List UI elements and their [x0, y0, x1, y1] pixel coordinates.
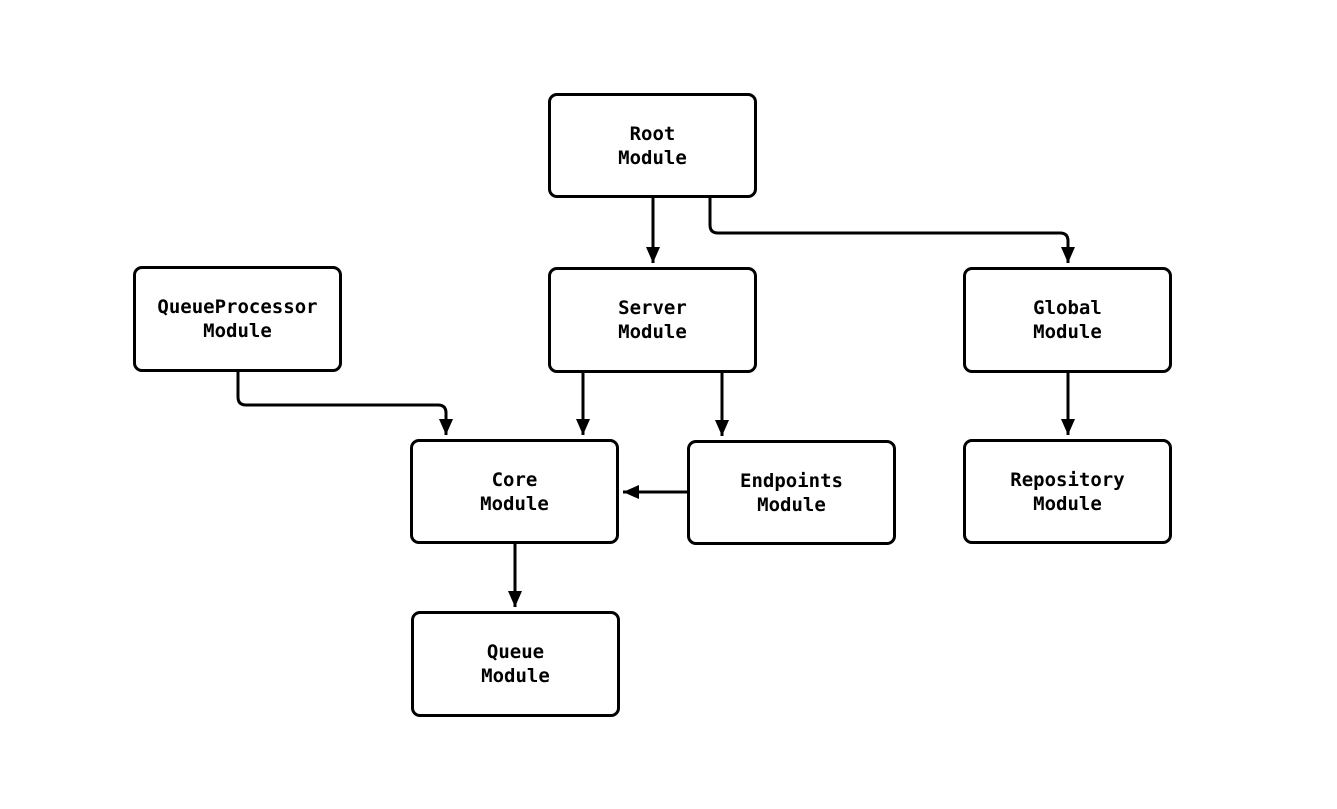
- node-global-module-label: Global Module: [1033, 297, 1102, 343]
- node-repository-module: Repository Module: [963, 439, 1172, 544]
- node-server-module-label: Server Module: [618, 297, 687, 343]
- node-server-module: Server Module: [548, 267, 757, 373]
- node-queueprocessor-module: QueueProcessor Module: [133, 266, 342, 372]
- node-root-module: Root Module: [548, 93, 757, 198]
- node-core-module-label: Core Module: [480, 468, 549, 515]
- node-core-module: Core Module: [410, 439, 619, 544]
- node-endpoints-module: Endpoints Module: [687, 440, 896, 545]
- node-queueprocessor-module-label: QueueProcessor Module: [157, 296, 318, 342]
- edge-queueprocessor-to-core: [236, 372, 453, 435]
- node-global-module: Global Module: [963, 267, 1172, 373]
- node-queue-module: Queue Module: [411, 611, 620, 717]
- edge-root-to-global: [708, 198, 1075, 263]
- node-root-module-label: Root Module: [618, 122, 687, 169]
- node-repository-module-label: Repository Module: [1010, 468, 1125, 515]
- node-endpoints-module-label: Endpoints Module: [740, 469, 843, 516]
- node-queue-module-label: Queue Module: [481, 641, 550, 687]
